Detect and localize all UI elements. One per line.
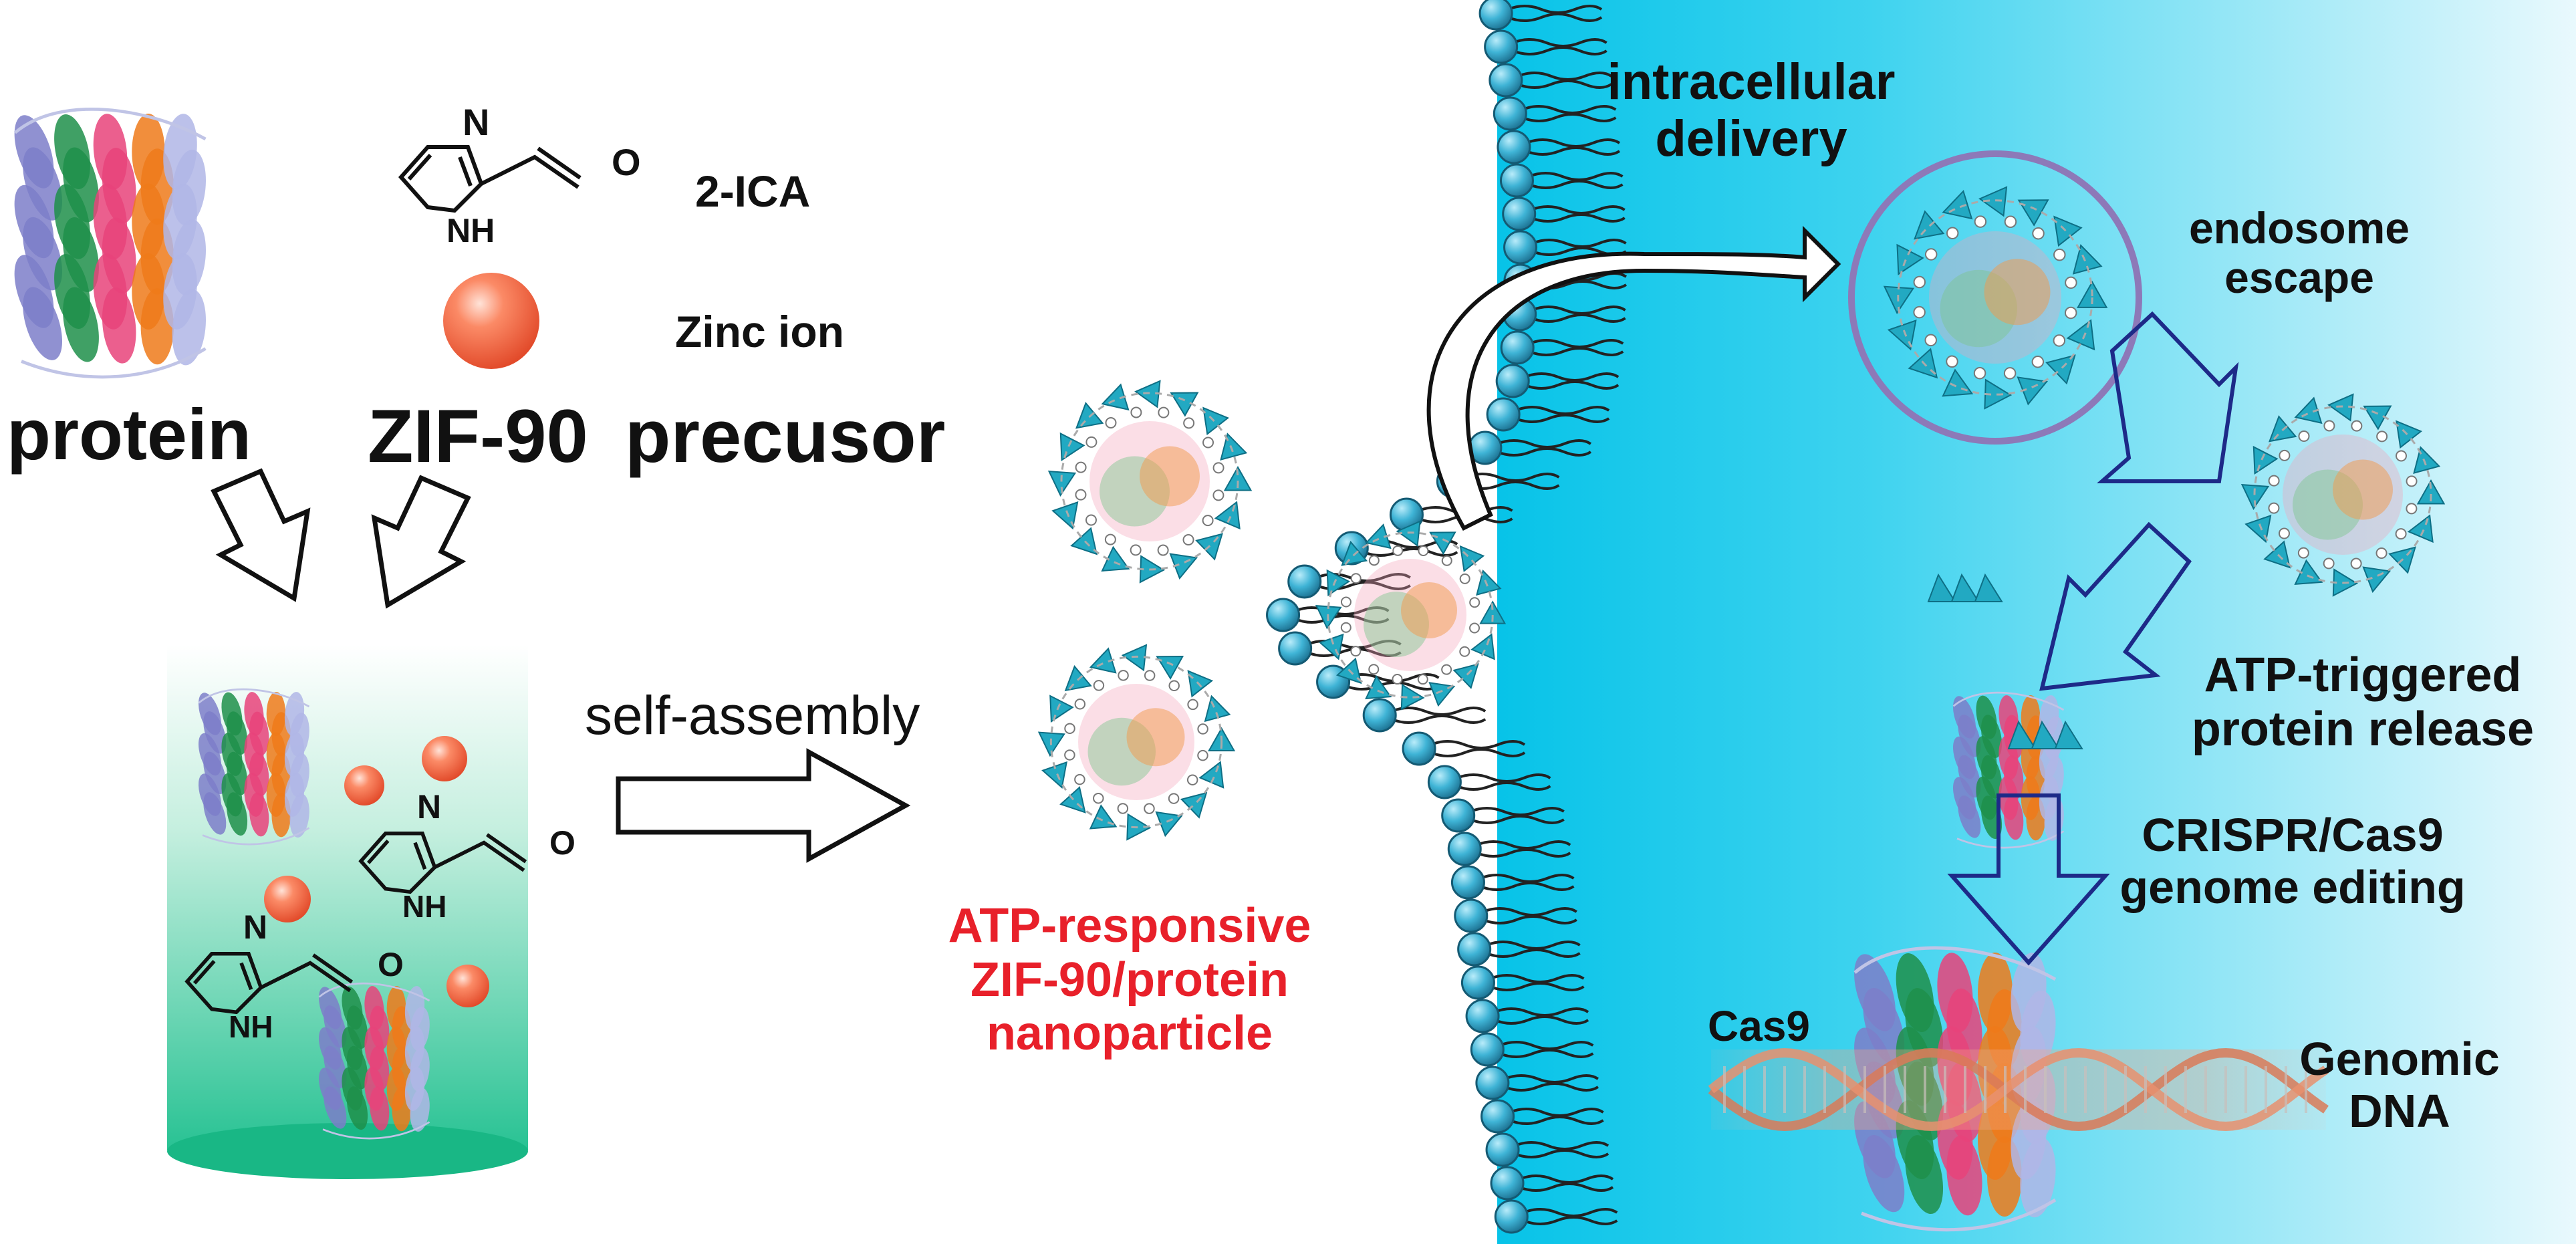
- protein-down-arrow: [211, 468, 311, 602]
- atom-o: O: [378, 946, 404, 983]
- lipid: [1485, 1132, 1609, 1167]
- lipid: [1475, 1066, 1599, 1100]
- delivery-line-1: intracellular: [1607, 53, 1896, 110]
- self-assembly-arrow: [616, 748, 911, 863]
- zinc-ion-vial-2: [422, 736, 467, 781]
- lipid: [1362, 698, 1487, 733]
- nanoparticle-line-3: nanoparticle: [986, 1007, 1273, 1061]
- ica-molecule-top: [398, 145, 582, 213]
- protein-structure-vial-1: [198, 688, 310, 846]
- release-arrow: [2039, 521, 2192, 691]
- zinc-ion-ball: [443, 273, 539, 369]
- lipid: [1454, 898, 1577, 933]
- editing-arrow: [1947, 793, 2110, 966]
- cage-fragment-1: [1927, 573, 2003, 602]
- lipid: [1489, 63, 1612, 98]
- released-protein-structure: [1952, 691, 2065, 849]
- precursor-label: precusor: [625, 394, 946, 478]
- nanoparticle-cage-escaped: [2240, 393, 2446, 597]
- dna-line-1: Genomic: [2299, 1033, 2500, 1085]
- zinc-ion-vial-3: [264, 876, 311, 922]
- nanoparticle-cage-2: [1315, 520, 1507, 711]
- lipid: [1502, 197, 1626, 231]
- lipid: [1494, 1199, 1618, 1234]
- dna-caption: Genomic DNA: [2299, 1033, 2500, 1138]
- atom-n: N: [243, 908, 267, 946]
- atom-nh: NH: [402, 889, 446, 924]
- lipid: [1450, 865, 1575, 900]
- endosome-caption: endosome escape: [2146, 203, 2453, 303]
- endosome-line-1: endosome: [2188, 203, 2410, 253]
- delivery-arrow: [1426, 225, 1841, 531]
- lipid: [1447, 832, 1571, 866]
- zif90-label: ZIF-90: [368, 394, 588, 478]
- cage-fragment-2: [2007, 720, 2083, 749]
- ica-label: 2-ICA: [695, 166, 811, 216]
- nanoparticle-line-2: ZIF-90/protein: [970, 953, 1289, 1007]
- delivery-line-2: delivery: [1655, 110, 1847, 168]
- lipid: [1493, 96, 1617, 131]
- endosome-membrane: [1848, 150, 2142, 445]
- lipid: [1495, 364, 1620, 398]
- crispr-caption: CRISPR/Cas9 genome editing: [2079, 809, 2506, 914]
- precursor-down-arrow: [371, 475, 471, 609]
- nanoparticle-cage-1: [1047, 380, 1253, 584]
- crispr-line-2: genome editing: [2119, 861, 2466, 914]
- zinc-ion-vial-1: [344, 765, 384, 805]
- cas9-label: Cas9: [1708, 1002, 1810, 1050]
- lipid: [1503, 230, 1627, 265]
- delivery-caption: intracellular delivery: [1577, 53, 1925, 167]
- lipid: [1478, 0, 1603, 31]
- atom-n: N: [417, 788, 441, 826]
- lipid: [1480, 1099, 1604, 1134]
- self-assembly-label: self-assembly: [585, 685, 920, 746]
- atom-nh: NH: [446, 212, 495, 249]
- lipid: [1490, 1166, 1614, 1201]
- dna-line-2: DNA: [2349, 1085, 2450, 1138]
- zinc-ion-label: Zinc ion: [675, 307, 844, 356]
- lipid: [1460, 965, 1585, 1000]
- release-line-2: protein release: [2191, 702, 2535, 756]
- cell-cytoplasm: [1497, 0, 2576, 1244]
- atom-o: O: [549, 824, 575, 862]
- lipid: [1441, 798, 1565, 833]
- protein-structure-vial-2: [318, 982, 430, 1140]
- ica-molecule-vial-2: [184, 952, 354, 1015]
- protein-label: protein: [7, 394, 251, 475]
- lipid: [1266, 598, 1390, 632]
- lipid: [1486, 397, 1610, 432]
- atom-n: N: [463, 101, 489, 143]
- lipid: [1457, 932, 1581, 967]
- protein-structure-top: [13, 107, 207, 379]
- lipid: [1500, 330, 1624, 365]
- nanoparticle-caption: ATP-responsive ZIF-90/protein nanopartic…: [909, 899, 1350, 1061]
- lipid: [1497, 130, 1621, 164]
- genomic-dna-helix: [1708, 1047, 2329, 1132]
- atom-o: O: [612, 141, 641, 183]
- zinc-ion-vial-4: [446, 965, 489, 1007]
- release-line-1: ATP-triggered: [2204, 648, 2522, 702]
- lipid: [1402, 731, 1526, 766]
- lipid: [1427, 765, 1551, 799]
- crispr-line-1: CRISPR/Cas9: [2142, 809, 2444, 861]
- nanoparticle-cage-endosome: [1883, 186, 2108, 410]
- lipid: [1465, 999, 1589, 1033]
- nanoparticle-line-1: ATP-responsive: [948, 899, 1311, 953]
- lipid: [1503, 297, 1626, 332]
- lipid: [1470, 1032, 1594, 1067]
- lipid: [1484, 29, 1607, 64]
- endosome-line-2: escape: [2224, 252, 2374, 302]
- release-caption: ATP-triggered protein release: [2159, 648, 2567, 756]
- escape-arrow: [2097, 311, 2239, 483]
- atom-nh: NH: [229, 1009, 273, 1044]
- nanoparticle-cage-3: [1037, 644, 1236, 841]
- lipid: [1499, 163, 1624, 198]
- ica-molecule-vial-1: [358, 832, 527, 894]
